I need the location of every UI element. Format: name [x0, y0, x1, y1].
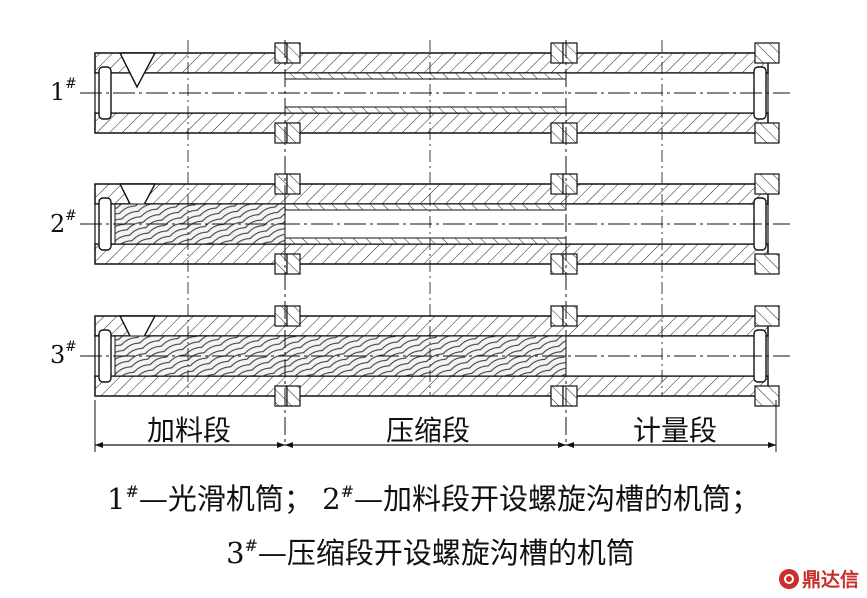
- flange-bottom: [562, 385, 578, 407]
- barrel-wall-top: [94, 52, 769, 74]
- flange-top: [562, 42, 578, 64]
- flange-top: [562, 173, 578, 195]
- flange-top: [550, 305, 564, 327]
- flange-bottom: [550, 253, 564, 275]
- section-label-feed: 加料段: [147, 414, 231, 447]
- compression-wall-bottom: [284, 106, 567, 114]
- compression-wall-bottom: [284, 237, 567, 245]
- flange-bottom: [286, 385, 301, 407]
- svg-text:#: #: [65, 76, 77, 92]
- feed-port: [118, 315, 157, 352]
- flange-top: [550, 42, 564, 64]
- barrel-wall-top: [94, 183, 769, 205]
- section-label-metering: 计量段: [633, 414, 717, 447]
- flange-bottom: [286, 253, 301, 275]
- caption-3-mark: #: [244, 536, 258, 555]
- caption-3-num: 3: [226, 536, 245, 570]
- flange-bottom: [562, 122, 578, 144]
- barrel-label-3: 3 #: [50, 339, 77, 369]
- flange-top: [286, 173, 301, 195]
- flange-bottom: [754, 385, 780, 407]
- feed-port: [118, 52, 157, 89]
- flange-bottom: [754, 253, 780, 275]
- flange-top: [286, 42, 301, 64]
- caption-2-text: —加料段开设螺旋沟槽的机筒；: [353, 482, 760, 516]
- svg-text:3: 3: [50, 341, 65, 369]
- flange-top: [562, 305, 578, 327]
- flange-bottom: [550, 122, 564, 144]
- dimension-arrow: [285, 442, 293, 448]
- barrel-label-2: 2 #: [50, 208, 77, 238]
- svg-text:1: 1: [50, 78, 65, 106]
- compression-wall-top: [284, 72, 567, 80]
- barrel-3: [80, 305, 790, 407]
- barrel-wall-bottom: [94, 112, 769, 134]
- brand-logo-icon: [778, 568, 799, 589]
- flange-top: [286, 305, 301, 327]
- flange-top: [550, 173, 564, 195]
- caption-2-mark: #: [340, 482, 354, 501]
- caption-line-1: 1#—光滑机筒； 2#—加料段开设螺旋沟槽的机筒；: [0, 482, 867, 516]
- flange-top: [754, 305, 780, 327]
- watermark-logo: 鼎达信: [778, 565, 859, 592]
- svg-text:#: #: [65, 208, 77, 224]
- dimension-arrow: [768, 442, 776, 448]
- flange-top: [754, 42, 780, 64]
- flange-bottom: [562, 253, 578, 275]
- barrel-label-1: 1 #: [50, 76, 77, 106]
- flange-bottom: [286, 122, 301, 144]
- barrel-wall-bottom: [94, 243, 769, 265]
- caption-2-num: 2: [322, 482, 341, 516]
- dimension-arrow: [95, 442, 103, 448]
- feed-port: [118, 183, 157, 220]
- barrel-wall-top: [94, 315, 769, 337]
- dimension-arrow: [558, 442, 566, 448]
- caption-line-2: 3#—压缩段开设螺旋沟槽的机筒: [0, 536, 864, 570]
- section-label-compression: 压缩段: [386, 414, 470, 447]
- flange-bottom: [754, 122, 780, 144]
- caption-1-text: —光滑机筒；: [138, 482, 313, 516]
- barrel-1: [80, 42, 790, 144]
- caption-3-text: —压缩段开设螺旋沟槽的机筒: [257, 536, 635, 570]
- caption-1-num: 1: [107, 482, 126, 516]
- flange-bottom: [550, 385, 564, 407]
- barrel-2: [80, 173, 790, 275]
- dimension-arrow: [277, 442, 285, 448]
- caption-1-mark: #: [125, 482, 139, 501]
- dimension-arrow: [566, 442, 574, 448]
- flange-top: [754, 173, 780, 195]
- svg-text:2: 2: [50, 210, 65, 238]
- svg-text:#: #: [65, 339, 77, 355]
- compression-wall-top: [284, 203, 567, 211]
- barrel-wall-bottom: [94, 375, 769, 397]
- watermark-text: 鼎达信: [801, 569, 859, 591]
